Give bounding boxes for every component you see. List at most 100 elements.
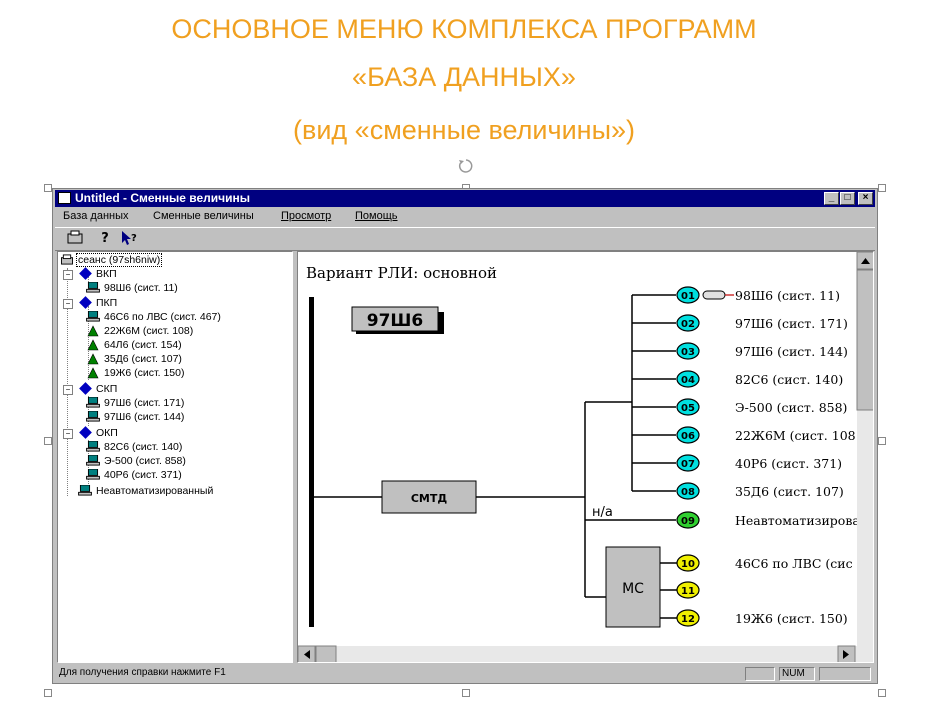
- collapse-icon[interactable]: −: [63, 299, 73, 309]
- computer-icon: [86, 441, 100, 452]
- rotate-handle-icon[interactable]: [458, 158, 474, 174]
- menu-view[interactable]: Просмотр: [281, 210, 332, 222]
- ms-block[interactable]: [605, 546, 661, 628]
- computer-icon: [86, 282, 100, 293]
- node-06[interactable]: [676, 426, 700, 444]
- smtd-label: СМТД: [411, 492, 448, 505]
- node-number: 03: [681, 347, 695, 358]
- resize-handle[interactable]: [462, 689, 470, 697]
- node-number: 01: [681, 291, 695, 302]
- tree-item[interactable]: 97Ш6 (сист. 171): [86, 396, 286, 410]
- node-number: 10: [681, 559, 695, 570]
- app-icon: [58, 192, 71, 204]
- node-01[interactable]: [676, 286, 700, 304]
- node-label: 19Ж6 (сист. 150): [735, 611, 848, 626]
- tree-item[interactable]: Э-500 (сист. 858): [86, 454, 286, 468]
- node-11[interactable]: [676, 581, 700, 599]
- session-icon[interactable]: [65, 230, 85, 248]
- menu-bar: База данных Сменные величины Просмотр По…: [55, 208, 875, 226]
- tree-pane[interactable]: сеанс (97sh6niw) − ВКП 98Ш6 (сист. 11) −…: [57, 251, 293, 663]
- group-icon: [79, 382, 92, 395]
- collapse-icon[interactable]: −: [63, 270, 73, 280]
- node-04[interactable]: [676, 370, 700, 388]
- group-icon: [79, 296, 92, 309]
- tree-group-okp[interactable]: − ОКП: [62, 426, 262, 440]
- node-08[interactable]: [676, 482, 700, 500]
- node-number: 06: [681, 431, 695, 442]
- window-title: Untitled - Сменные величины: [75, 191, 251, 205]
- help-icon[interactable]: ?: [101, 231, 109, 246]
- tree-item[interactable]: 97Ш6 (сист. 144): [86, 410, 286, 424]
- node-label: 22Ж6М (сист. 108: [735, 428, 856, 443]
- minimize-button[interactable]: _: [824, 192, 839, 205]
- node-label: 46С6 по ЛВС (сис: [735, 556, 853, 571]
- resize-handle[interactable]: [44, 437, 52, 445]
- resize-handle[interactable]: [44, 689, 52, 697]
- tree-item[interactable]: 19Ж6 (сист. 150): [86, 366, 286, 380]
- scroll-up-icon: [861, 258, 870, 264]
- node-02[interactable]: [676, 314, 700, 332]
- window-titlebar[interactable]: Untitled - Сменные величины _ □ ×: [55, 190, 875, 207]
- node-09[interactable]: [676, 511, 700, 529]
- slide-title-line3: (вид «сменные величины»): [293, 115, 635, 145]
- resize-handle[interactable]: [878, 437, 886, 445]
- status-text: Для получения справки нажмите F1: [59, 667, 226, 678]
- node-07[interactable]: [676, 454, 700, 472]
- node-label: 82С6 (сист. 140): [735, 372, 843, 387]
- node-10[interactable]: [676, 554, 700, 572]
- node-number: 04: [681, 375, 695, 386]
- menu-database[interactable]: База данных: [63, 210, 129, 222]
- node-label: 35Д6 (сист. 107): [735, 484, 844, 499]
- tree-item[interactable]: 98Ш6 (сист. 11): [86, 281, 286, 295]
- tree-item-manual[interactable]: Неавтоматизированный: [78, 484, 288, 498]
- tree-item[interactable]: 35Д6 (сист. 107): [86, 352, 286, 366]
- node-number: 09: [681, 516, 695, 527]
- status-pane: [819, 667, 871, 681]
- group-icon: [79, 426, 92, 439]
- collapse-icon[interactable]: −: [63, 429, 73, 439]
- node-label: 40Р6 (сист. 371): [735, 456, 842, 471]
- scroll-left-icon: [304, 650, 310, 659]
- tree-group-vkp[interactable]: − ВКП: [62, 267, 262, 281]
- scroll-right-icon: [843, 650, 849, 659]
- computer-icon: [86, 397, 100, 408]
- tree-item[interactable]: 64Л6 (сист. 154): [86, 338, 286, 352]
- horizontal-scroll-thumb[interactable]: [315, 645, 337, 663]
- node-label: Неавтоматизирова: [735, 513, 860, 528]
- ms-label: МС: [622, 581, 644, 597]
- tree-item[interactable]: 46С6 по ЛВС (сист. 467): [86, 310, 286, 324]
- tree-item[interactable]: 40Р6 (сист. 371): [86, 468, 286, 482]
- resize-handle[interactable]: [878, 689, 886, 697]
- main-bus: [309, 297, 314, 627]
- menu-help[interactable]: Помощь: [355, 210, 398, 222]
- collapse-icon[interactable]: −: [63, 385, 73, 395]
- node-12[interactable]: [676, 609, 700, 627]
- tree-group-skp[interactable]: − СКП: [62, 382, 262, 396]
- session-icon: [61, 254, 73, 265]
- resize-handle[interactable]: [44, 184, 52, 192]
- maximize-button[interactable]: □: [840, 192, 855, 205]
- close-button[interactable]: ×: [858, 192, 873, 205]
- slide-title-line1: ОСНОВНОЕ МЕНЮ КОМПЛЕКСА ПРОГРАММ: [171, 14, 757, 44]
- resize-handle[interactable]: [878, 184, 886, 192]
- context-help-icon[interactable]: ?: [119, 230, 139, 248]
- node-label: 97Ш6 (сист. 144): [735, 344, 848, 359]
- node-05[interactable]: [676, 398, 700, 416]
- tree-item[interactable]: 82С6 (сист. 140): [86, 440, 286, 454]
- diagram-pane[interactable]: Вариант РЛИ: основной 97Ш6 СМТД н/а МС: [297, 251, 874, 663]
- node-number: 07: [681, 459, 695, 470]
- slide-title-line2: «БАЗА ДАННЫХ»: [352, 62, 576, 92]
- node-03[interactable]: [676, 342, 700, 360]
- horizontal-scrollbar[interactable]: [298, 646, 857, 663]
- tree-item[interactable]: 22Ж6М (сист. 108): [86, 324, 286, 338]
- vertical-scroll-thumb[interactable]: [856, 269, 874, 411]
- radar-icon: [87, 367, 99, 379]
- tree-group-pkp[interactable]: − ПКП: [62, 296, 262, 310]
- menu-variable-values[interactable]: Сменные величины: [153, 210, 254, 222]
- group-icon: [79, 267, 92, 280]
- computer-icon: [78, 485, 92, 496]
- node-number: 12: [681, 614, 695, 625]
- node-label: Э-500 (сист. 858): [735, 400, 847, 415]
- radar-icon: [87, 325, 99, 337]
- link-slider[interactable]: [702, 290, 726, 300]
